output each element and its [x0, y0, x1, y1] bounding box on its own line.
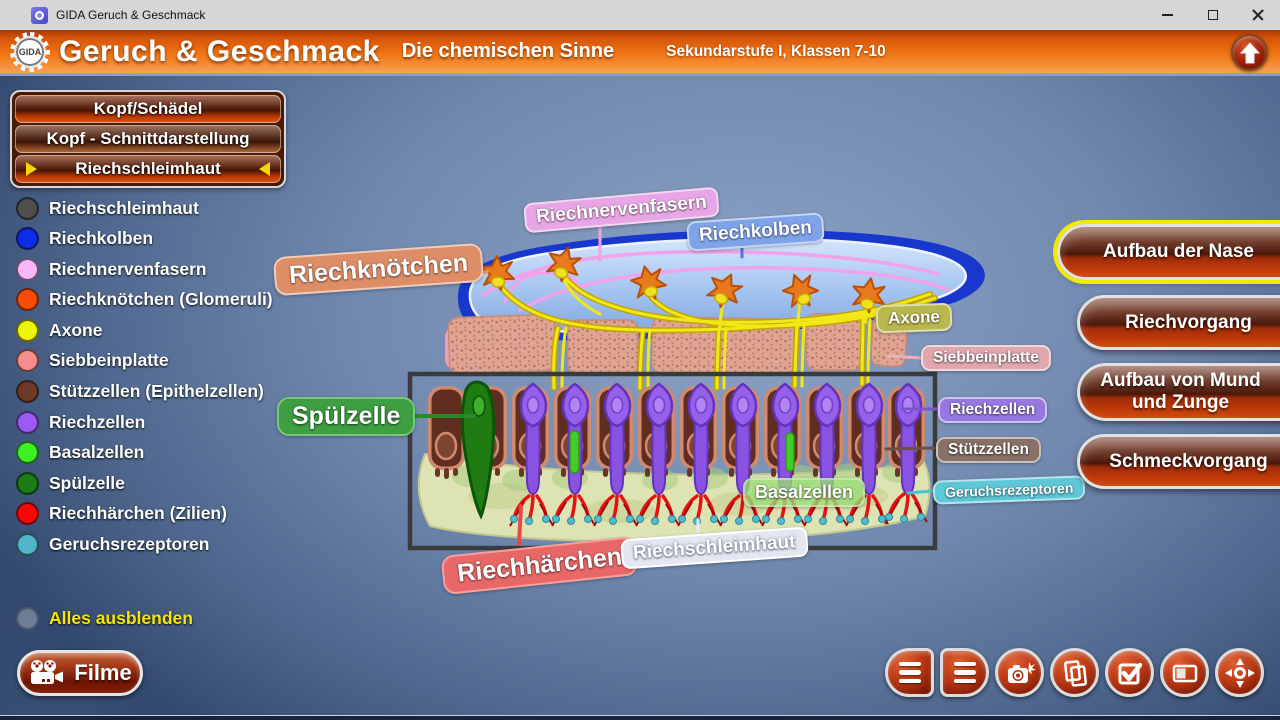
nav-button-riechvorgang[interactable]: Riechvorgang: [1077, 295, 1280, 350]
nav-button-aufbau-von-mund-und-zunge[interactable]: Aufbau von Mund und Zunge: [1077, 363, 1280, 421]
window-title: GIDA Geruch & Geschmack: [56, 8, 206, 22]
breadcrumb-item-kopf-schaedel[interactable]: Kopf/Schädel: [15, 95, 281, 123]
breadcrumb-item-label: Riechschleimhaut: [75, 159, 221, 178]
breadcrumb-item-riechschleimhaut[interactable]: Riechschleimhaut: [15, 155, 281, 183]
diagram-label-axone[interactable]: Axone: [875, 302, 953, 334]
legend-item-geruchsrezeptoren[interactable]: Geruchsrezeptoren: [16, 533, 273, 557]
diagram-label-siebbeinplatte[interactable]: Siebbeinplatte: [921, 345, 1051, 371]
titlebar: GIDA Geruch & Geschmack: [0, 0, 1280, 30]
legend-dot: [16, 441, 39, 465]
breadcrumb: Kopf/Schädel Kopf - Schnittdarstellung R…: [10, 90, 286, 188]
legend-dot: [16, 380, 39, 404]
legend-item-riechzellen[interactable]: Riechzellen: [16, 410, 273, 434]
diagram-label-basalzellen[interactable]: Basalzellen: [743, 478, 866, 507]
legend-item-riechknoetchen[interactable]: Riechknötchen (Glomeruli): [16, 288, 273, 312]
gida-logo-text: GIDA: [14, 35, 46, 68]
window-bottom-edge: [0, 715, 1280, 720]
hide-all-button[interactable]: Alles ausblenden: [16, 606, 193, 630]
menu-left-button[interactable]: [885, 648, 934, 697]
breadcrumb-item-kopf-schnittdarstellung[interactable]: Kopf - Schnittdarstellung: [15, 125, 281, 153]
up-arrow-icon: [1239, 41, 1260, 63]
app-header: GIDA Geruch & Geschmack Die chemischen S…: [0, 30, 1280, 76]
app-icon: [31, 6, 48, 24]
legend-item-axone[interactable]: Axone: [16, 318, 273, 342]
legend-dot: [16, 196, 39, 220]
legend-item-basalzellen[interactable]: Basalzellen: [16, 441, 273, 465]
checkbox-icon: [1118, 662, 1142, 684]
legend-item-riechnervenfasern[interactable]: Riechnervenfasern: [16, 257, 273, 281]
legend-item-riechschleimhaut[interactable]: Riechschleimhaut: [16, 196, 273, 220]
up-arrow-button[interactable]: [1231, 34, 1268, 71]
films-button-label: Filme: [74, 660, 132, 685]
legend-item-riechkolben[interactable]: Riechkolben: [16, 227, 273, 251]
close-button[interactable]: [1235, 0, 1280, 30]
window-button[interactable]: [1160, 648, 1209, 697]
diagram-label-riechzellen[interactable]: Riechzellen: [938, 397, 1048, 423]
app-audience: Sekundarstufe I, Klassen 7-10: [666, 42, 886, 60]
legend: Riechschleimhaut Riechkolben Riechnerven…: [16, 196, 273, 557]
diagram-illustration: [400, 221, 985, 551]
app-title: Geruch & Geschmack: [59, 34, 380, 68]
arrow-left-icon: [259, 162, 270, 176]
films-button[interactable]: Filme: [17, 650, 143, 696]
minimize-icon: [1162, 14, 1173, 16]
menu-right-icon: [953, 661, 976, 684]
arrow-right-icon: [26, 162, 37, 176]
legend-dot: [16, 533, 39, 557]
gida-logo: GIDA: [10, 31, 50, 72]
film-camera-icon: [31, 660, 64, 684]
legend-item-stuetzzellen[interactable]: Stützzellen (Epithelzellen): [16, 380, 273, 404]
legend-item-spuelzelle[interactable]: Spülzelle: [16, 471, 273, 495]
maximize-button[interactable]: [1190, 0, 1235, 30]
legend-item-siebbeinplatte[interactable]: Siebbeinplatte: [16, 349, 273, 373]
nav-button-schmeckvorgang[interactable]: Schmeckvorgang: [1077, 434, 1280, 489]
close-icon: [1252, 9, 1264, 21]
maximize-icon: [1207, 10, 1218, 20]
legend-dot: [16, 318, 39, 342]
menu-left-icon: [898, 661, 921, 684]
legend-dot: [16, 471, 39, 495]
legend-dot: [16, 257, 39, 281]
app-subtitle: Die chemischen Sinne: [401, 40, 615, 62]
checkbox-button[interactable]: [1105, 648, 1154, 697]
legend-dot: [16, 288, 39, 312]
legend-dot: [16, 502, 39, 526]
camera-button[interactable]: [995, 648, 1044, 697]
legend-dot: [16, 349, 39, 373]
copy-icon: [1063, 659, 1087, 687]
legend-item-riechhaerchen[interactable]: Riechhärchen (Zilien): [16, 502, 273, 526]
menu-right-button[interactable]: [940, 648, 989, 697]
navigate-button[interactable]: [1215, 648, 1264, 697]
legend-dot: [16, 410, 39, 434]
minimize-button[interactable]: [1145, 0, 1190, 30]
camera-icon: [1007, 661, 1036, 683]
main-content: Riechnervenfasern Riechkolben Riechknötc…: [0, 76, 1280, 715]
diagram-label-stuetzzellen[interactable]: Stützzellen: [936, 437, 1041, 463]
navigate-icon: [1224, 657, 1255, 688]
diagram-label-spuelzelle[interactable]: Spülzelle: [277, 397, 416, 436]
window-icon: [1172, 664, 1197, 682]
nav-button-aufbau-der-nase[interactable]: Aufbau der Nase: [1057, 224, 1280, 280]
toolbar: [885, 648, 1264, 697]
legend-dot: [16, 227, 39, 251]
copy-button[interactable]: [1050, 648, 1099, 697]
legend-dot: [16, 606, 39, 630]
